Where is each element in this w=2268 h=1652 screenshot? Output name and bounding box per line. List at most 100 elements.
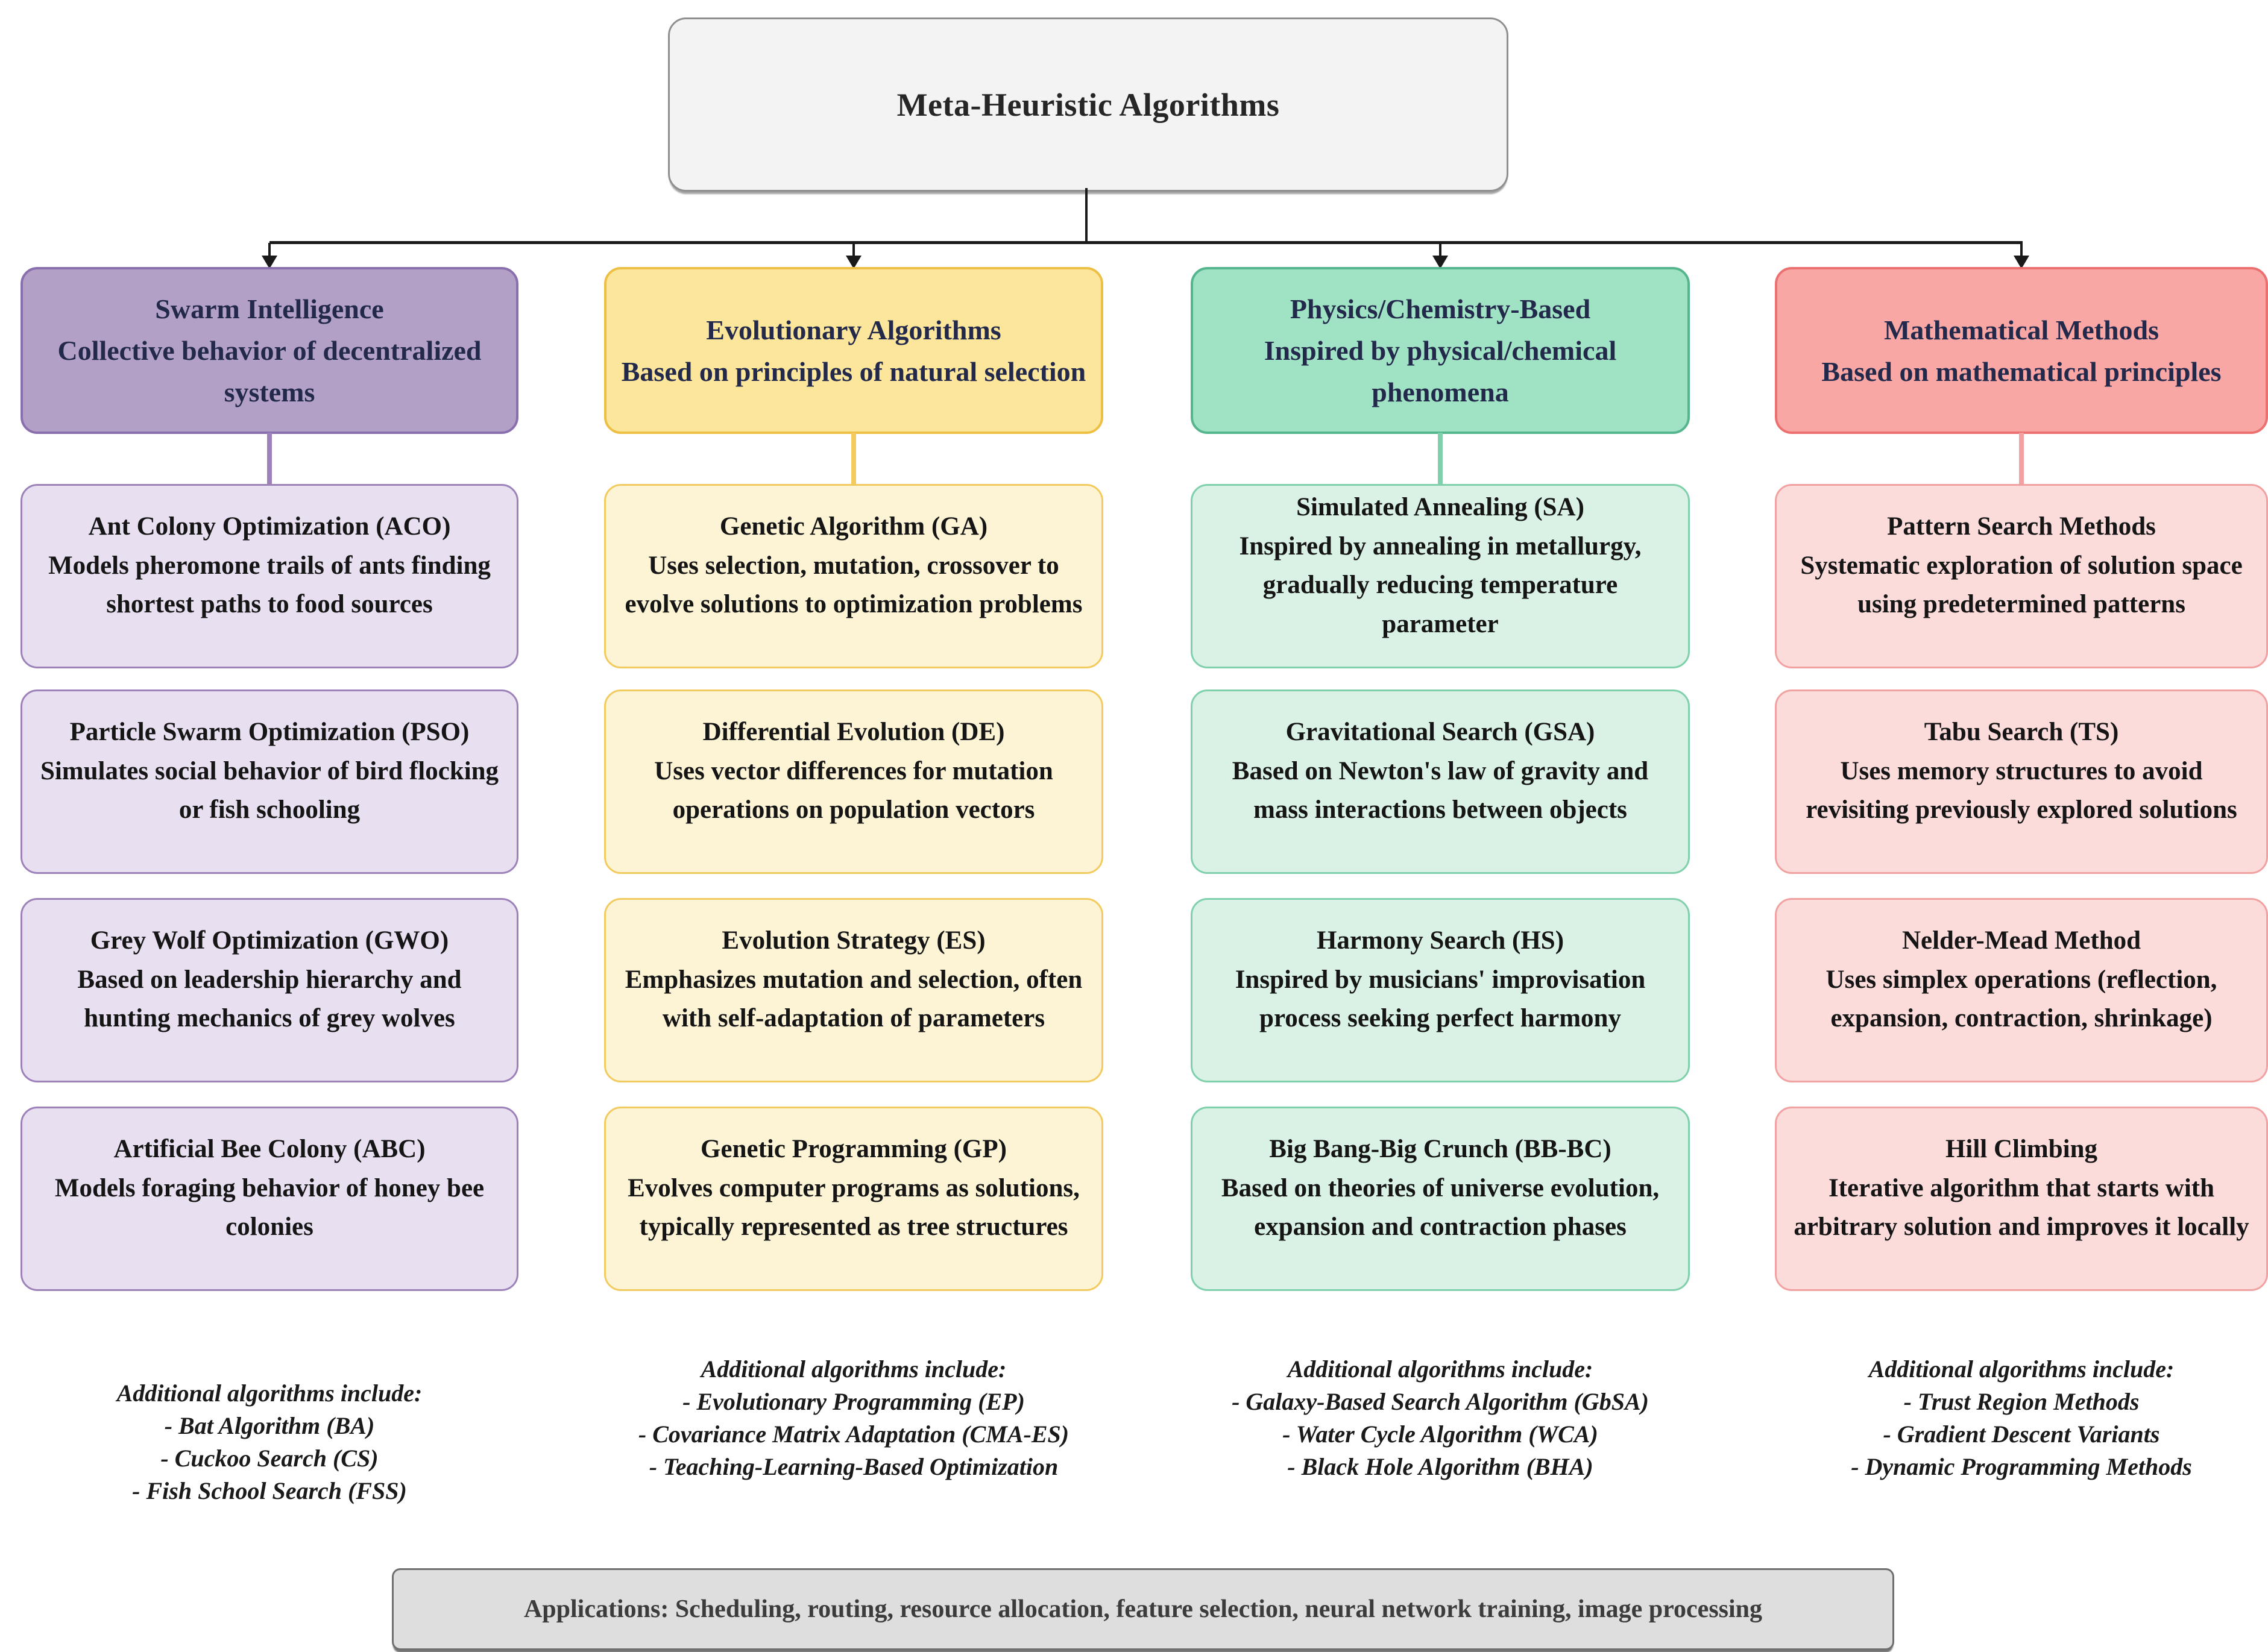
additional-item: - Dynamic Programming Methods — [1851, 1453, 2192, 1480]
node-description: Based on theories of universe evolution,… — [1221, 1173, 1660, 1242]
node-title: Differential Evolution (DE) — [702, 718, 1005, 747]
additional-item: - Black Hole Algorithm (BHA) — [1287, 1453, 1593, 1480]
node-tabu-search: Tabu Search (TS) Uses memory structures … — [1775, 689, 2268, 874]
applications-box: Applications: Scheduling, routing, resou… — [392, 1568, 1894, 1650]
node-description: Models foraging behavior of honey bee co… — [54, 1173, 485, 1242]
arrow-down-icon — [846, 256, 862, 269]
node-description: Uses selection, mutation, crossover to e… — [625, 551, 1083, 619]
node-sa: Simulated Annealing (SA) Inspired by ann… — [1191, 484, 1690, 668]
node-hill-climbing: Hill Climbing Iterative algorithm that s… — [1775, 1107, 2268, 1291]
node-title: Artificial Bee Colony (ABC) — [113, 1135, 426, 1164]
node-description: Inspired by annealing in metallurgy, gra… — [1239, 532, 1642, 638]
node-de: Differential Evolution (DE) Uses vector … — [604, 689, 1103, 874]
node-title: Pattern Search Methods — [1887, 512, 2156, 541]
node-description: Evolves computer programs as solutions, … — [628, 1173, 1080, 1242]
node-description: Uses memory structures to avoid revisiti… — [1806, 756, 2237, 824]
arrow-down-icon — [262, 256, 277, 269]
additional-heading: Additional algorithms include: — [116, 1380, 423, 1407]
node-description: Uses vector differences for mutation ope… — [654, 756, 1053, 824]
node-pso: Particle Swarm Optimization (PSO) Simula… — [20, 689, 518, 874]
node-title: Gravitational Search (GSA) — [1285, 718, 1595, 747]
additional-item: - Bat Algorithm (BA) — [164, 1412, 375, 1439]
additional-item: - Gradient Descent Variants — [1883, 1421, 2160, 1448]
additional-algorithms-list: Additional algorithms include: - Evoluti… — [586, 1353, 1121, 1483]
node-title: Ant Colony Optimization (ACO) — [88, 512, 451, 541]
arrow-down-icon — [2014, 256, 2029, 269]
applications-text: Applications: Scheduling, routing, resou… — [523, 1595, 1763, 1623]
node-title: Tabu Search (TS) — [1924, 718, 2119, 747]
category-subtitle: Based on mathematical principles — [1821, 356, 2222, 387]
root-connector-line — [1085, 188, 1088, 242]
node-description: Simulates social behavior of bird flocki… — [40, 756, 499, 824]
category-title: Evolutionary Algorithms — [706, 314, 1001, 345]
category-title: Physics/Chemistry-Based — [1290, 294, 1591, 324]
category-subtitle: Based on principles of natural selection — [621, 356, 1086, 387]
node-nelder-mead: Nelder-Mead Method Uses simplex operatio… — [1775, 898, 2268, 1082]
additional-item: - Evolutionary Programming (EP) — [682, 1388, 1025, 1415]
node-abc: Artificial Bee Colony (ABC) Models forag… — [20, 1107, 518, 1291]
node-ga: Genetic Algorithm (GA) Uses selection, m… — [604, 484, 1103, 668]
node-title: Harmony Search (HS) — [1316, 926, 1564, 955]
node-description: Based on leadership hierarchy and huntin… — [77, 965, 462, 1033]
column-physics-chemistry-based: Physics/Chemistry-Based Inspired by phys… — [1191, 0, 1690, 1652]
node-title: Nelder-Mead Method — [1901, 926, 2141, 955]
node-gsa: Gravitational Search (GSA) Based on Newt… — [1191, 689, 1690, 874]
node-title: Simulated Annealing (SA) — [1296, 493, 1584, 521]
additional-item: - Galaxy-Based Search Algorithm (GbSA) — [1232, 1388, 1649, 1415]
node-title: Genetic Algorithm (GA) — [719, 512, 988, 541]
arrow-down-icon — [1432, 256, 1448, 269]
additional-algorithms-list: Additional algorithms include: - Galaxy-… — [1173, 1353, 1708, 1483]
header-child-connector — [1438, 433, 1443, 486]
category-header-evolutionary-algorithms: Evolutionary Algorithms Based on princip… — [604, 267, 1103, 434]
node-es: Evolution Strategy (ES) Emphasizes mutat… — [604, 898, 1103, 1082]
additional-item: - Cuckoo Search (CS) — [160, 1445, 379, 1472]
additional-heading: Additional algorithms include: — [1868, 1355, 2175, 1383]
node-title: Grey Wolf Optimization (GWO) — [90, 926, 449, 955]
category-subtitle: Inspired by physical/chemical phenomena — [1264, 335, 1617, 407]
node-aco: Ant Colony Optimization (ACO) Models phe… — [20, 484, 518, 668]
additional-heading: Additional algorithms include: — [701, 1355, 1007, 1383]
node-title: Particle Swarm Optimization (PSO) — [69, 718, 470, 747]
node-description: Inspired by musicians' improvisation pro… — [1235, 965, 1646, 1033]
node-title: Hill Climbing — [1945, 1135, 2098, 1164]
category-title: Mathematical Methods — [1883, 314, 2159, 345]
category-header-mathematical-methods: Mathematical Methods Based on mathematic… — [1775, 267, 2268, 434]
node-hs: Harmony Search (HS) Inspired by musician… — [1191, 898, 1690, 1082]
additional-item: - Trust Region Methods — [1903, 1388, 2140, 1415]
category-subtitle: Collective behavior of decentralized sys… — [57, 335, 482, 407]
node-title: Big Bang-Big Crunch (BB-BC) — [1269, 1135, 1611, 1164]
category-header-swarm-intelligence: Swarm Intelligence Collective behavior o… — [20, 267, 518, 434]
node-description: Based on Newton's law of gravity and mas… — [1232, 756, 1649, 824]
column-mathematical-methods: Mathematical Methods Based on mathematic… — [1775, 0, 2268, 1652]
additional-item: - Water Cycle Algorithm (WCA) — [1282, 1421, 1598, 1448]
column-evolutionary-algorithms: Evolutionary Algorithms Based on princip… — [604, 0, 1103, 1652]
node-gp: Genetic Programming (GP) Evolves compute… — [604, 1107, 1103, 1291]
additional-item: - Teaching-Learning-Based Optimization — [649, 1453, 1059, 1480]
branch-stem-4 — [2020, 243, 2023, 259]
category-header-physics-chemistry-based: Physics/Chemistry-Based Inspired by phys… — [1191, 267, 1690, 434]
node-title: Evolution Strategy (ES) — [722, 926, 986, 955]
category-title: Swarm Intelligence — [155, 294, 384, 324]
additional-item: - Fish School Search (FSS) — [132, 1477, 407, 1504]
additional-algorithms-list: Additional algorithms include: - Bat Alg… — [2, 1377, 537, 1507]
column-swarm-intelligence: Swarm Intelligence Collective behavior o… — [20, 0, 518, 1652]
node-description: Iterative algorithm that starts with arb… — [1794, 1173, 2249, 1242]
node-description: Systematic exploration of solution space… — [1800, 551, 2243, 619]
branch-horizontal-line — [269, 241, 2023, 244]
node-description: Emphasizes mutation and selection, often… — [625, 965, 1083, 1033]
branch-stem-3 — [1439, 243, 1441, 259]
node-gwo: Grey Wolf Optimization (GWO) Based on le… — [20, 898, 518, 1082]
additional-heading: Additional algorithms include: — [1287, 1355, 1593, 1383]
node-bbbc: Big Bang-Big Crunch (BB-BC) Based on the… — [1191, 1107, 1690, 1291]
node-description: Uses simplex operations (reflection, exp… — [1825, 965, 2217, 1033]
node-pattern-search: Pattern Search Methods Systematic explor… — [1775, 484, 2268, 668]
header-child-connector — [267, 433, 272, 486]
header-child-connector — [2019, 433, 2024, 486]
root-title: Meta-Heuristic Algorithms — [896, 86, 1280, 123]
additional-item: - Covariance Matrix Adaptation (CMA-ES) — [638, 1421, 1069, 1448]
node-title: Genetic Programming (GP) — [701, 1135, 1007, 1164]
node-description: Models pheromone trails of ants finding … — [48, 551, 491, 619]
branch-stem-1 — [268, 243, 271, 259]
additional-algorithms-list: Additional algorithms include: - Trust R… — [1757, 1353, 2268, 1483]
